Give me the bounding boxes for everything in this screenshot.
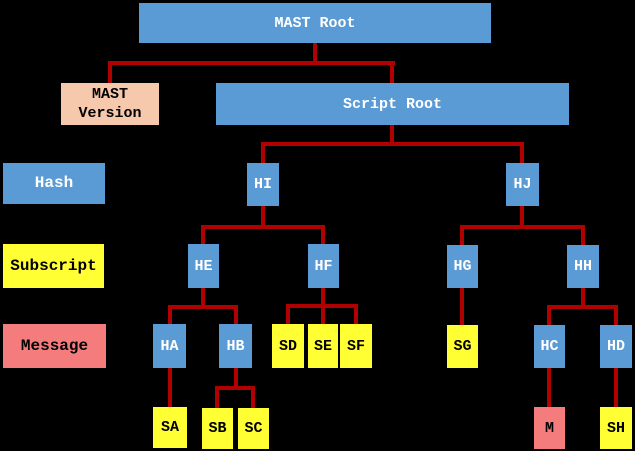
node-mast-version: MAST Version bbox=[61, 83, 159, 125]
node-sd: SD bbox=[272, 324, 304, 368]
connector-he-branch bbox=[168, 305, 238, 309]
connector-to-ha bbox=[168, 305, 172, 324]
node-sf: SF bbox=[340, 324, 372, 368]
connector-to-hi bbox=[261, 142, 265, 163]
connector-to-sf bbox=[354, 304, 358, 324]
node-sc: SC bbox=[238, 408, 269, 449]
node-hf: HF bbox=[308, 244, 339, 288]
connector-to-hh bbox=[581, 225, 585, 245]
node-hb: HB bbox=[219, 324, 252, 368]
connector-to-hg bbox=[460, 225, 464, 245]
node-hi: HI bbox=[247, 163, 279, 206]
connector-to-sc bbox=[251, 386, 255, 408]
connector-to-hj bbox=[520, 142, 524, 164]
legend-hash: Hash bbox=[3, 163, 105, 204]
node-sg: SG bbox=[447, 325, 478, 368]
connector-to-hd bbox=[614, 305, 618, 325]
connector-hb-stem bbox=[234, 368, 238, 390]
node-sa: SA bbox=[153, 407, 187, 448]
connector-to-hc bbox=[547, 305, 551, 325]
node-hj: HJ bbox=[506, 163, 539, 206]
connector-to-sa bbox=[168, 368, 172, 407]
node-he: HE bbox=[188, 244, 219, 288]
connector-to-sh bbox=[614, 368, 618, 407]
connector-to-scriptroot bbox=[390, 61, 394, 83]
connector-to-hf bbox=[321, 225, 325, 244]
node-hh: HH bbox=[567, 245, 599, 288]
connector-hi-stem bbox=[261, 206, 265, 229]
connector-mastroot-branch bbox=[108, 61, 395, 65]
node-se: SE bbox=[308, 324, 338, 368]
connector-hj-branch bbox=[460, 225, 585, 229]
node-hd: HD bbox=[600, 325, 632, 368]
node-mast-root: MAST Root bbox=[139, 3, 491, 43]
connector-hi-branch bbox=[201, 225, 325, 229]
connector-mastroot-stem bbox=[313, 43, 317, 65]
node-script-root: Script Root bbox=[216, 83, 569, 125]
connector-scriptroot-stem bbox=[390, 125, 394, 146]
node-ha: HA bbox=[153, 324, 186, 368]
connector-to-sg bbox=[460, 288, 464, 325]
connector-to-sb bbox=[215, 386, 219, 408]
connector-to-m bbox=[547, 368, 551, 407]
connector-hj-stem bbox=[520, 206, 524, 229]
connector-hb-branch bbox=[215, 386, 255, 390]
connector-hh-branch bbox=[547, 305, 618, 309]
node-hg: HG bbox=[447, 245, 478, 288]
node-m: M bbox=[534, 407, 565, 449]
connector-to-he bbox=[201, 225, 205, 244]
connector-he-stem bbox=[201, 288, 205, 309]
legend-message: Message bbox=[3, 324, 106, 368]
connector-to-mastversion bbox=[108, 61, 112, 83]
connector-scriptroot-branch bbox=[261, 142, 524, 146]
legend-subscript: Subscript bbox=[3, 244, 104, 288]
connector-hf-branch bbox=[286, 304, 358, 308]
connector-to-hb bbox=[234, 305, 238, 324]
node-sh: SH bbox=[600, 407, 632, 449]
node-hc: HC bbox=[534, 325, 565, 368]
node-sb: SB bbox=[202, 408, 233, 449]
connector-to-sd bbox=[286, 304, 290, 324]
connector-hh-stem bbox=[581, 288, 585, 309]
